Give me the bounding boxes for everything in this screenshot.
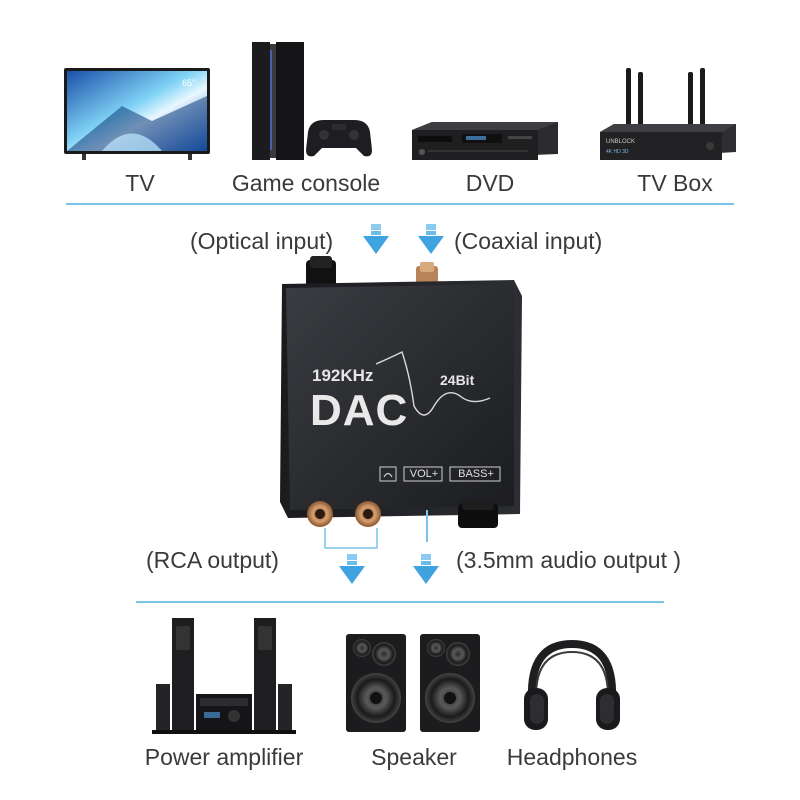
rca-arrow-icon <box>337 554 367 586</box>
tv-box-image: UNBLOCK 4K HD 3D <box>596 66 738 164</box>
aux-connector-line <box>426 510 428 542</box>
dac-sample-rate: 192KHz <box>312 366 374 385</box>
source-label-tv-box: TV Box <box>637 170 713 196</box>
dest-label-speaker: Speaker <box>371 744 457 770</box>
optical-arrow-icon <box>361 224 391 256</box>
rca-bracket <box>324 528 380 552</box>
tv-size-badge: 65" <box>182 78 195 88</box>
dest-label-headphones: Headphones <box>506 744 638 770</box>
tv-box-brand: UNBLOCK <box>606 139 635 145</box>
aux-output-label: (3.5mm audio output ) <box>456 547 682 573</box>
dac-device <box>276 256 526 532</box>
dac-name: DAC <box>310 386 409 435</box>
source-label-dvd: DVD <box>465 170 515 196</box>
tv-box-badge: 4K HD 3D <box>606 149 629 155</box>
tv-image: 65" <box>62 66 212 162</box>
dac-bit-depth: 24Bit <box>440 372 475 388</box>
coaxial-arrow-icon <box>416 224 446 256</box>
dvd-player-image <box>408 120 560 164</box>
headphones-image <box>520 636 624 736</box>
dac-bass-label: BASS+ <box>458 468 494 480</box>
source-label-tv: TV <box>125 170 155 196</box>
dac-vol-label: VOL+ <box>409 468 439 480</box>
speaker-image <box>344 632 482 734</box>
optical-input-label: (Optical input) <box>190 228 334 254</box>
top-divider <box>66 203 734 205</box>
rca-output-label: (RCA output) <box>146 547 279 573</box>
game-console-image <box>244 40 374 165</box>
source-label-game-console: Game console <box>231 170 381 196</box>
coaxial-input-label: (Coaxial input) <box>454 228 603 254</box>
dest-label-power-amplifier: Power amplifier <box>144 744 304 770</box>
power-amplifier-image <box>152 612 296 736</box>
bottom-divider <box>136 601 664 603</box>
aux-arrow-icon <box>411 554 441 586</box>
